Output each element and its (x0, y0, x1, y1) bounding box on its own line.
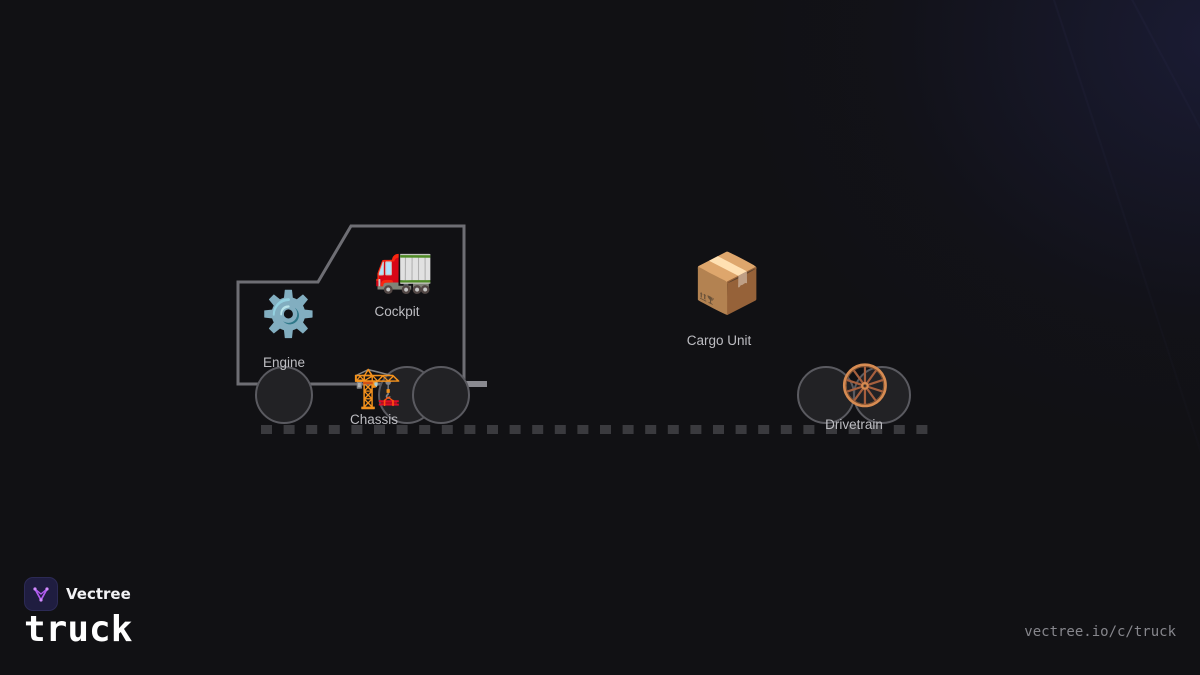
trailer-wheel-2 (853, 366, 911, 424)
engine-label: Engine (262, 355, 306, 370)
truck-icon[interactable]: 🚛 (374, 240, 434, 296)
drivetrain-label: Drivetrain (825, 417, 883, 432)
front-wheel (255, 366, 313, 424)
gear-icon[interactable]: ⚙️ (261, 289, 316, 340)
wheel-icon[interactable]: 🛞 (840, 363, 890, 409)
page-title: truck (24, 609, 133, 650)
vectree-logo-icon (24, 577, 58, 611)
package-icon[interactable]: 📦 (691, 249, 764, 317)
rear-wheel-2 (412, 366, 470, 424)
hitch-bar (464, 381, 487, 387)
chassis-label: Chassis (349, 412, 399, 427)
brand-name: Vectree (66, 585, 131, 603)
page-url[interactable]: vectree.io/c/truck (1024, 624, 1176, 640)
cockpit-label: Cockpit (374, 304, 420, 319)
cab-outline (236, 224, 466, 386)
cargo-unit-label: Cargo Unit (686, 333, 752, 348)
crane-icon[interactable]: 🏗️ (352, 365, 402, 411)
brand[interactable]: Vectree (24, 577, 131, 611)
